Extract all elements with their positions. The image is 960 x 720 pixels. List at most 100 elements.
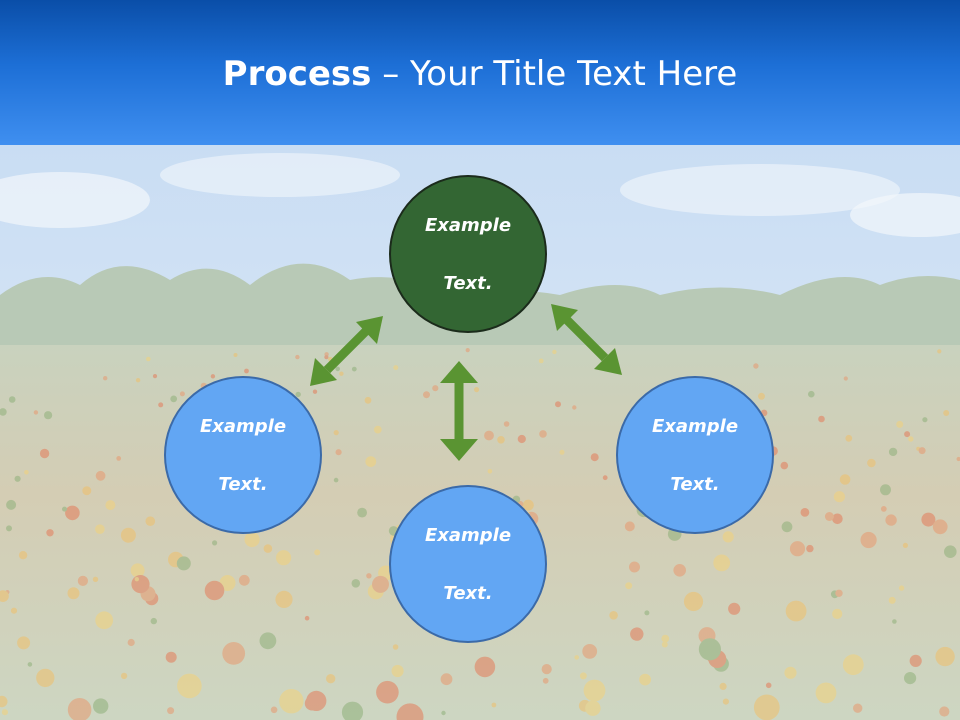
flower-dot <box>314 549 321 556</box>
flower-dot <box>0 408 7 416</box>
flower-dot <box>719 682 727 691</box>
flower-dot <box>62 506 67 512</box>
node-top-line2: Text. <box>443 272 493 294</box>
flower-dot <box>8 396 16 403</box>
flower-dot <box>579 672 587 680</box>
flower-dot <box>423 391 430 399</box>
flower-dot <box>781 521 793 533</box>
node-right-line2: Text. <box>670 473 720 495</box>
flower-dot <box>921 512 936 527</box>
flower-dot <box>758 392 765 400</box>
flower-dot <box>639 673 651 686</box>
flower-dot <box>204 580 225 601</box>
flower-dot <box>808 390 815 398</box>
flower-dot <box>95 611 114 630</box>
flower-dot <box>908 436 914 442</box>
flower-dot <box>853 703 863 713</box>
flower-dot <box>784 666 797 679</box>
flower-dot <box>222 642 246 665</box>
title-rest: Your Title Text Here <box>410 54 738 94</box>
flower-dot <box>270 706 278 714</box>
flower-dot <box>396 703 424 720</box>
flower-dot <box>722 698 730 705</box>
flower-dot <box>789 541 806 557</box>
flower-dot <box>673 564 686 577</box>
flower-dot <box>335 449 342 456</box>
flower-dot <box>244 368 249 374</box>
node-bottom-line2: Text. <box>443 582 493 604</box>
node-left-line2: Text. <box>218 473 268 495</box>
flower-dot <box>36 668 55 688</box>
flower-dot <box>956 456 960 462</box>
flower-dot <box>392 644 399 650</box>
flower-dot <box>832 513 843 525</box>
flower-dot <box>932 519 948 535</box>
slide-title[interactable]: Process – Your Title Text Here <box>0 52 960 96</box>
flower-dot <box>152 374 158 379</box>
arrow-vertical[interactable] <box>440 361 478 461</box>
flower-dot <box>65 505 80 521</box>
flower-dot <box>465 348 470 353</box>
flower-dot <box>780 461 789 470</box>
flower-dot <box>295 391 301 398</box>
flower-dot <box>393 365 399 371</box>
flower-dot <box>44 411 53 420</box>
flower-dot <box>888 447 898 457</box>
flower-dot <box>896 420 904 428</box>
flower-dot <box>0 590 9 602</box>
flower-dot <box>892 619 897 624</box>
flower-dot <box>517 434 526 444</box>
flower-dot <box>130 563 145 578</box>
flower-dot <box>713 554 731 572</box>
flower-dot <box>839 474 851 485</box>
flower-dot <box>158 402 164 408</box>
node-left-line1: Example <box>199 415 287 437</box>
flower-dot <box>324 355 329 360</box>
flower-dot <box>541 664 552 675</box>
flower-dot <box>867 458 876 468</box>
flower-dot <box>944 545 957 558</box>
flower-dot <box>120 527 136 543</box>
flower-dot <box>276 550 292 566</box>
flower-dot <box>432 385 439 392</box>
flower-dot <box>753 363 759 369</box>
flower-dot <box>365 456 377 467</box>
flower-dot <box>522 499 534 511</box>
flower-dot <box>366 573 372 579</box>
flower-dot <box>843 376 848 381</box>
flower-dot <box>67 698 92 720</box>
flower-dot <box>33 410 39 415</box>
flower-dot <box>177 673 202 699</box>
flower-dot <box>552 349 557 355</box>
flower-dot <box>6 499 17 510</box>
flower-dot <box>880 484 891 496</box>
flower-dot <box>333 477 339 483</box>
flower-dot <box>146 356 151 362</box>
flower-dot <box>14 475 21 482</box>
flower-dot <box>898 585 905 591</box>
flower-dot <box>127 638 135 647</box>
flower-dot <box>46 529 54 537</box>
arrow-top-right[interactable] <box>551 304 622 375</box>
flower-dot <box>304 615 310 621</box>
flower-dot <box>0 695 8 708</box>
flower-dot <box>339 371 344 376</box>
flower-dot <box>351 579 361 588</box>
flower-dot <box>244 531 260 548</box>
flower-dot <box>238 574 250 586</box>
node-bottom-line1: Example <box>424 524 512 546</box>
flower-dot <box>67 587 80 600</box>
flower-dot <box>860 531 877 549</box>
flower-dot <box>590 453 599 462</box>
flower-dot <box>212 540 218 546</box>
arrow-top-left[interactable] <box>310 316 383 386</box>
flower-dot <box>832 608 843 619</box>
flower-dot <box>904 672 917 685</box>
flower-dot <box>815 682 837 704</box>
flower-dot <box>765 682 772 689</box>
